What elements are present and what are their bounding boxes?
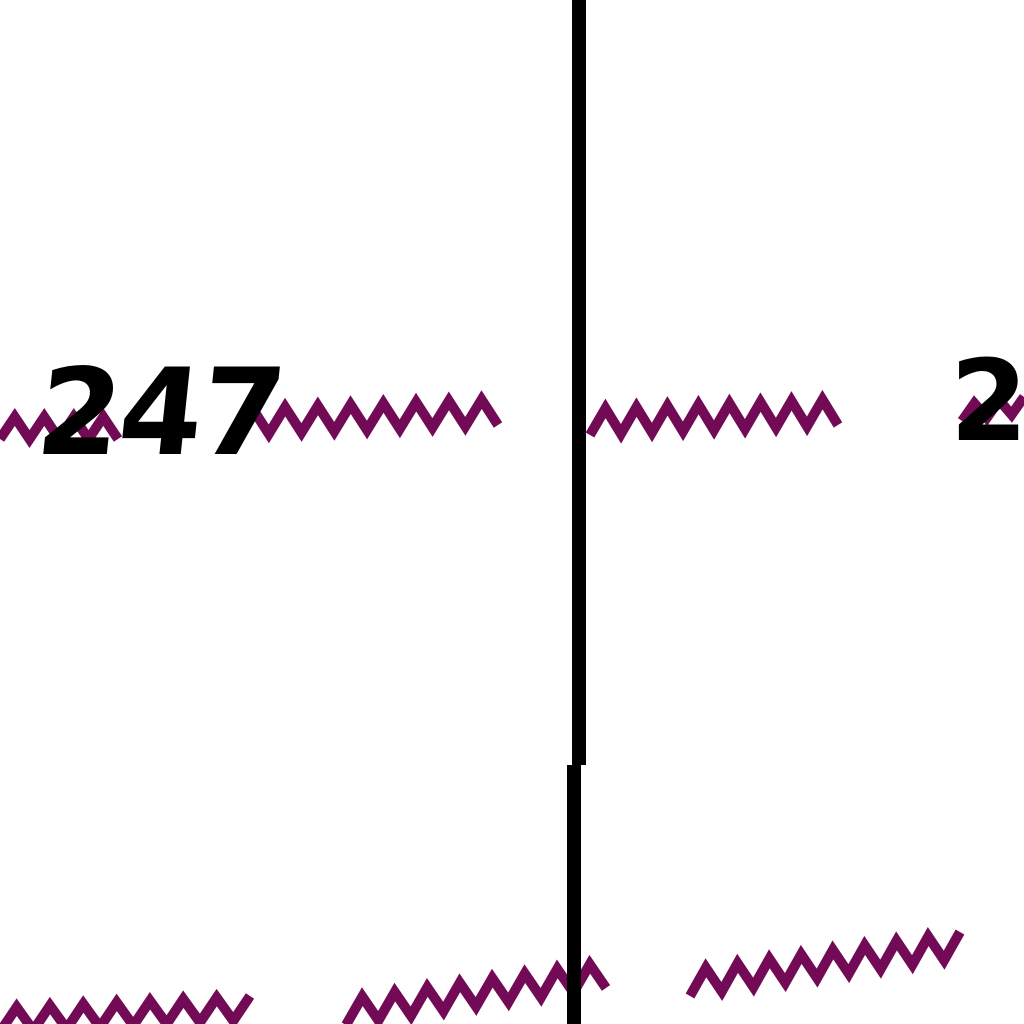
boundary-lines bbox=[567, 0, 586, 1024]
wavy-line-symbol bbox=[685, 926, 965, 1002]
wavy-lines bbox=[0, 389, 1024, 1024]
wavy-line-symbol bbox=[0, 988, 255, 1024]
wavy-line-symbol bbox=[0, 408, 123, 448]
wavy-line-symbol bbox=[585, 389, 843, 444]
wavy-line-symbol bbox=[957, 392, 1024, 426]
wavy-line-symbol bbox=[341, 954, 611, 1024]
map-label-247: 247 bbox=[30, 344, 290, 483]
map-label-2: 2 bbox=[950, 337, 1024, 467]
wavy-line-symbol bbox=[231, 390, 503, 444]
